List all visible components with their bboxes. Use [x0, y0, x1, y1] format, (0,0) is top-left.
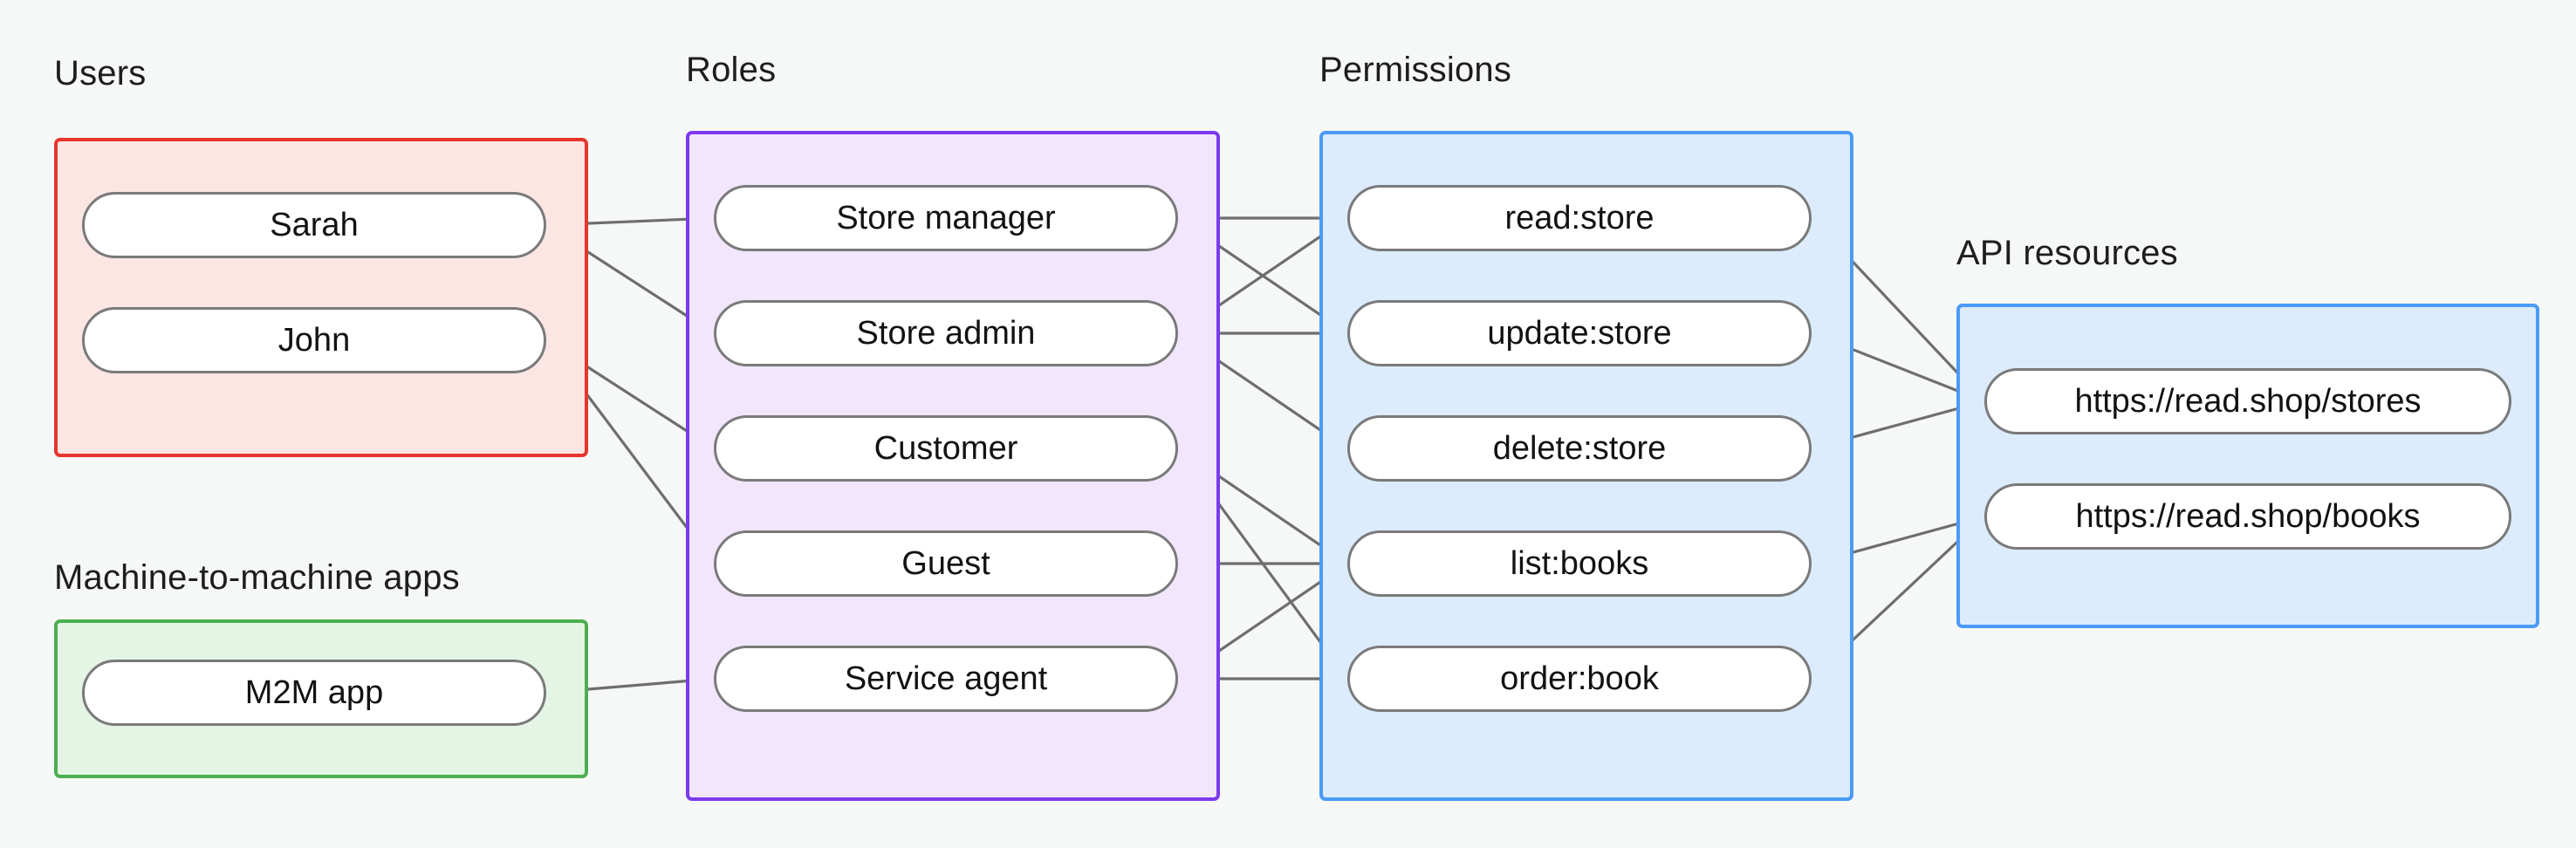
node-label-guest: Guest [901, 544, 990, 582]
node-store-admin[interactable]: Store admin [714, 300, 1178, 366]
node-label-read-store: read:store [1504, 199, 1655, 236]
group-label-api-resources: API resources [1956, 234, 2178, 272]
node-label-m2m-app: M2M app [244, 674, 384, 711]
node-label-store-manager: Store manager [836, 199, 1056, 236]
node-update-store[interactable]: update:store [1347, 300, 1812, 366]
node-order-book[interactable]: order:book [1347, 646, 1812, 712]
group-label-permissions: Permissions [1319, 51, 1512, 89]
node-label-res-stores: https://read.shop/stores [2074, 382, 2422, 420]
node-m2m-app[interactable]: M2M app [82, 660, 546, 726]
node-guest[interactable]: Guest [714, 530, 1178, 597]
group-box-api-resources [1956, 304, 2539, 628]
node-customer[interactable]: Customer [714, 415, 1178, 482]
node-delete-store[interactable]: delete:store [1347, 415, 1812, 482]
node-label-res-books: https://read.shop/books [2075, 497, 2421, 535]
node-label-update-store: update:store [1487, 314, 1672, 352]
group-label-roles: Roles [686, 51, 777, 89]
node-sarah[interactable]: Sarah [82, 192, 546, 258]
group-label-users: Users [54, 54, 147, 92]
node-label-john: John [277, 321, 351, 359]
node-label-service-agent: Service agent [844, 660, 1048, 697]
node-res-books[interactable]: https://read.shop/books [1984, 483, 2511, 550]
node-label-list-books: list:books [1510, 544, 1649, 582]
group-box-users [54, 138, 588, 457]
node-list-books[interactable]: list:books [1347, 530, 1812, 597]
node-label-sarah: Sarah [270, 206, 359, 243]
node-label-delete-store: delete:store [1492, 429, 1667, 467]
group-label-m2m: Machine-to-machine apps [54, 558, 460, 597]
node-service-agent[interactable]: Service agent [714, 646, 1178, 712]
node-label-customer: Customer [874, 429, 1018, 467]
node-john[interactable]: John [82, 307, 546, 373]
node-store-manager[interactable]: Store manager [714, 185, 1178, 251]
node-label-store-admin: Store admin [856, 314, 1036, 352]
node-read-store[interactable]: read:store [1347, 185, 1812, 251]
node-res-stores[interactable]: https://read.shop/stores [1984, 368, 2511, 434]
node-label-order-book: order:book [1500, 660, 1659, 697]
